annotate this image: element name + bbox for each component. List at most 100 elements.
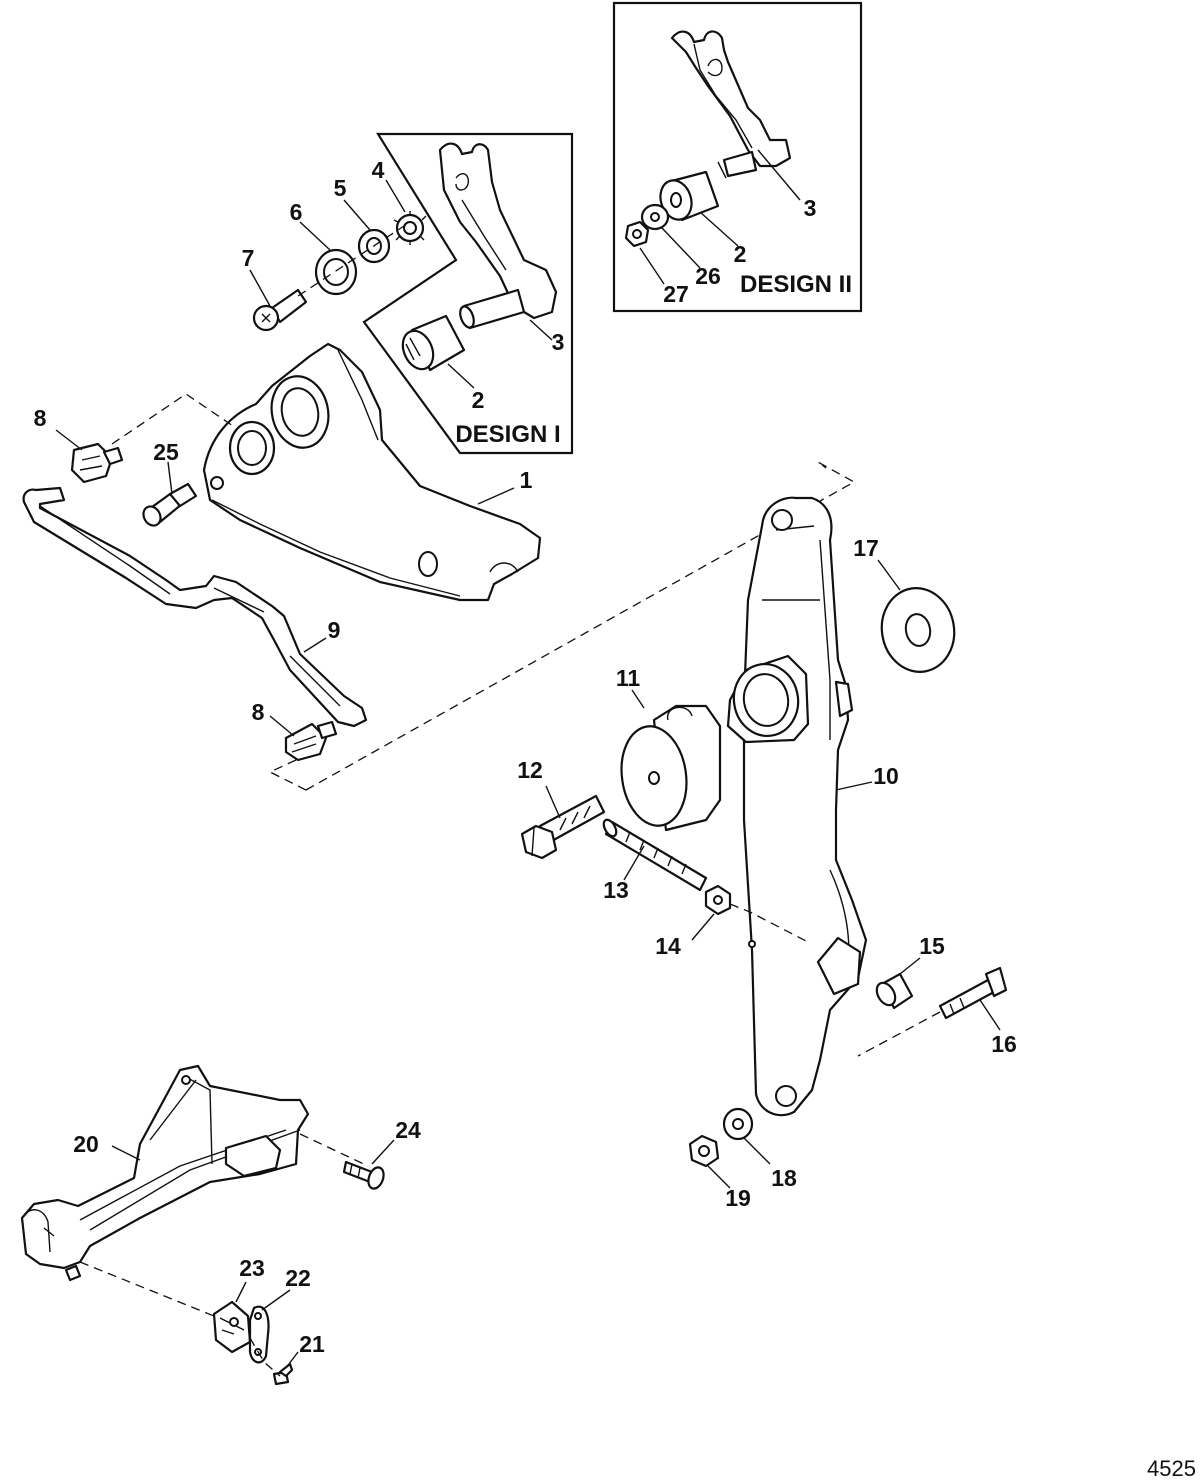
leader-14 [691,913,715,941]
assembly-line-bolt-13 [729,903,809,943]
part-21-screw [272,1362,294,1386]
leader-21 [285,1351,299,1369]
leader-11 [631,689,645,709]
callout-24: 24 [395,1117,421,1143]
part-12-bolt [520,794,606,860]
callout-3-design-1: 3 [552,329,565,355]
callout-18: 18 [771,1165,797,1191]
leader-2-design-1 [447,363,475,389]
leader-16 [979,999,1001,1031]
callout-8-upper: 8 [34,405,47,431]
callout-12: 12 [517,757,543,783]
leader-22 [261,1289,291,1311]
leader-13 [623,845,645,881]
design-2-label: DESIGN II [740,271,852,298]
design-1-frame [362,132,574,455]
part-13-long-bolt [602,818,708,892]
callout-4: 4 [372,157,385,183]
callout-16: 16 [991,1031,1017,1057]
part-14-nut [704,884,732,916]
callout-3-design-2: 3 [804,195,817,221]
part-15-spacer [875,972,914,1010]
part-18-washer [722,1107,754,1141]
leader-9 [303,637,327,653]
part-11-bushing [620,704,722,832]
callout-5: 5 [334,175,347,201]
callout-20: 20 [73,1131,99,1157]
leader-8-lower [269,715,295,737]
design-1-label: DESIGN I [455,421,560,448]
callout-13: 13 [603,877,629,903]
callout-25: 25 [153,439,179,465]
leader-26 [661,227,701,269]
callout-19: 19 [725,1185,751,1211]
callout-2-design-1: 2 [472,387,485,413]
part-26-washer [640,203,670,231]
part-1-bracket [202,342,542,602]
leader-17 [877,559,901,591]
callout-15: 15 [919,933,945,959]
assembly-line-block-23 [79,1261,215,1317]
callout-7: 7 [242,245,255,271]
leader-19 [707,1165,731,1189]
callout-6: 6 [290,199,303,225]
callout-27: 27 [663,281,689,307]
part-4-lockwasher [393,211,427,245]
part-20-rail-bracket [20,1064,310,1282]
leader-27 [639,247,665,285]
part-8-ball-joint-lower [284,720,338,762]
leader-12 [545,785,561,819]
callout-26: 26 [695,263,721,289]
assembly-line-bearing-stack [297,225,405,297]
leader-15 [899,957,921,975]
part-8-ball-joint-upper [70,442,124,484]
part-17-washer [880,587,956,673]
callout-2-design-2: 2 [734,241,747,267]
leader-1 [477,487,515,505]
figure-number: 4525 [1147,1456,1196,1481]
design-2-inset: 3 2 26 27 DESIGN II [612,1,863,313]
callout-8-lower: 8 [252,699,265,725]
callout-23: 23 [239,1255,265,1281]
part-19-nut [688,1134,720,1168]
callout-22: 22 [285,1265,311,1291]
part-24-screw [342,1160,385,1190]
leader-7 [249,269,271,307]
assembly-line-bolt-16 [857,1011,941,1057]
leader-24 [371,1139,395,1165]
callout-1: 1 [520,467,533,493]
part-10-arm [726,496,868,1117]
part-9-shift-link-rod [22,486,368,728]
part-3-shift-lever-design-2 [670,30,792,179]
part-2-bushing-design-2 [659,170,720,222]
part-23-block [212,1300,252,1354]
callout-17: 17 [853,535,879,561]
assembly-line-link-lower [268,461,856,791]
callout-9: 9 [328,617,341,643]
design-1-inset: 3 2 DESIGN I [362,132,574,455]
leader-2-design-2 [699,211,739,247]
leader-25 [167,461,173,495]
part-25-stud [142,482,198,527]
part-27-nut [624,220,650,248]
part-2-bushing-design-1 [401,314,466,372]
leader-3-design-1 [529,319,553,341]
leader-23 [235,1281,247,1303]
part-6-bearing [314,248,358,296]
leader-3-design-2 [757,149,801,201]
part-7-pin [252,288,308,332]
leader-10 [835,781,873,791]
leader-4 [385,179,406,213]
leader-20 [111,1145,141,1161]
callout-14: 14 [655,933,681,959]
part-16-shoulder-bolt [938,966,1008,1020]
part-3-shift-lever-design-1 [438,142,558,330]
callout-21: 21 [299,1331,325,1357]
leader-6 [299,221,331,251]
leader-18 [743,1137,771,1165]
callout-11: 11 [616,665,641,691]
leader-8-upper [55,429,83,451]
leader-5 [343,199,371,231]
